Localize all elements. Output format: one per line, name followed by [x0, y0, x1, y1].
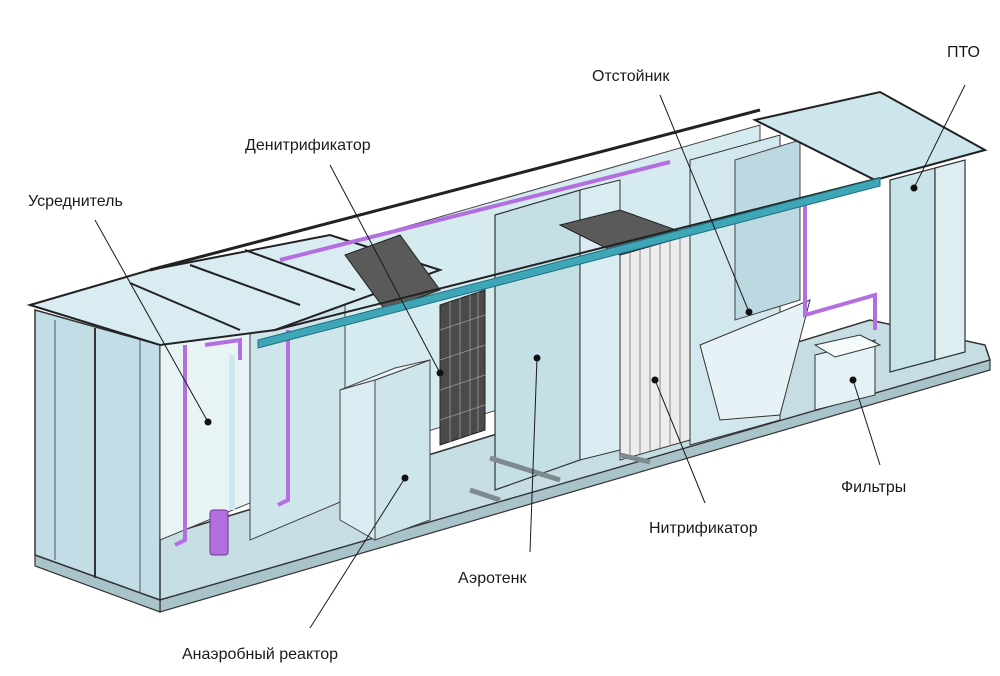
submersible-pump: [209, 509, 229, 556]
anchor-dot-denitrifikator: [436, 369, 444, 377]
pto-section-wall: [889, 167, 936, 373]
label-denitrifikator: Денитрификатор: [245, 137, 371, 154]
teal-support-beam: [257, 177, 881, 349]
pto-roof: [752, 90, 988, 182]
top-rail-back: [149, 108, 761, 272]
frame-beam: [189, 264, 301, 306]
label-anaerobny-reaktor: Анаэробный реактор: [182, 646, 339, 663]
leader-line-nitrifikator: [654, 379, 706, 504]
end-wall-left: [34, 309, 161, 602]
anchor-dot-nitrifikator: [651, 376, 659, 384]
frame-beam: [129, 282, 241, 331]
leader-line-pto: [913, 84, 966, 189]
aeration-pipes: [469, 452, 651, 503]
anaerobic-reactor-side: [339, 379, 376, 541]
denitrifier-top-media: [344, 234, 441, 311]
settler-back: [734, 139, 801, 321]
label-nitrifikator: Нитрификатор: [649, 520, 758, 537]
anchor-dot-usrednitel: [204, 418, 212, 426]
leader-line-denitrifikator: [329, 164, 441, 374]
nitrifier-plates: [629, 237, 681, 457]
media-grid: [439, 292, 486, 442]
settler-hopper: [699, 299, 811, 421]
label-otstoynik: Отстойник: [592, 68, 670, 85]
leader-line-anaerobny_reaktor: [309, 477, 406, 629]
top-rail-front: [274, 177, 881, 331]
leader-lines: [94, 84, 966, 629]
anchor-dot-filtry: [849, 376, 857, 384]
process-piping: [174, 160, 877, 547]
frame-beam: [244, 249, 356, 291]
leader-line-usrednitel: [94, 219, 209, 423]
filters-box-top: [813, 334, 882, 358]
anchor-dot-pto: [910, 184, 918, 192]
leader-line-filtry: [852, 379, 881, 466]
label-usrednitel: Усреднитель: [28, 193, 123, 210]
anchor-dot-otstoynik: [745, 308, 753, 316]
leader-line-aerotenk: [529, 357, 538, 553]
anchor-dot-anaerobny_reaktor: [401, 474, 409, 482]
aerotank-partition: [494, 189, 581, 491]
label-filtry: Фильтры: [841, 479, 907, 496]
label-pto: ПТО: [947, 44, 980, 61]
pto-end-wall: [934, 159, 966, 361]
label-aerotenk: Аэротенк: [458, 570, 527, 587]
leader-line-otstoynik: [659, 94, 750, 313]
anchor-dot-aerotenk: [533, 354, 541, 362]
